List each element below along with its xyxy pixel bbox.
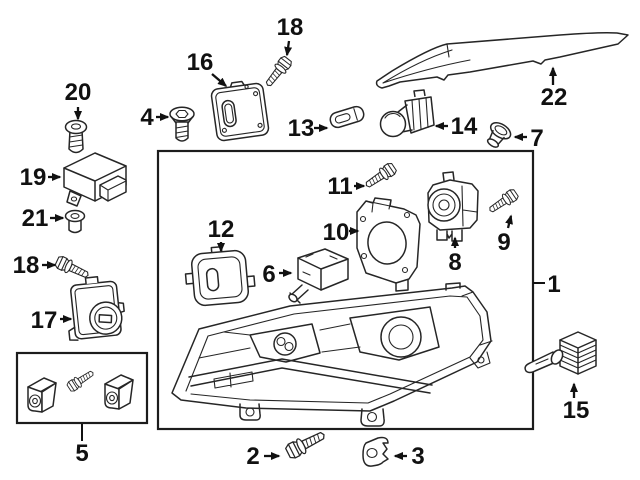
- callout-18a: 18: [13, 252, 40, 279]
- callout-8: 8: [448, 249, 461, 276]
- connector-6: [288, 248, 349, 304]
- callout-11: 11: [327, 173, 352, 200]
- headlamp-assembly-box: [156, 149, 535, 431]
- bolt-11: [362, 160, 399, 192]
- callout-20: 20: [65, 79, 92, 106]
- callout-10: 10: [323, 219, 350, 246]
- callout-6: 6: [262, 261, 275, 288]
- bolt-2: [283, 426, 329, 461]
- callout-9-arrow: [505, 214, 513, 229]
- bulb-15: [524, 331, 597, 375]
- callout-15: 15: [563, 397, 590, 424]
- screw-4: [169, 106, 195, 142]
- module-17: [68, 276, 125, 341]
- trim-strip-22: [375, 32, 629, 89]
- callout-2: 2: [246, 443, 259, 470]
- callout-7: 7: [530, 125, 543, 152]
- callout-18b: 18: [277, 14, 304, 41]
- callout-3: 3: [411, 443, 424, 470]
- callout-21: 21: [22, 205, 49, 232]
- module-19: [63, 152, 127, 207]
- clip-7: [486, 121, 512, 148]
- callout-4: 4: [140, 104, 154, 131]
- callout-19: 19: [20, 164, 47, 191]
- callout-16-arrow: [211, 73, 228, 87]
- callout-5: 5: [75, 440, 88, 467]
- bolt-18-top: [261, 54, 294, 90]
- grommet-3: [362, 436, 389, 467]
- callout-9: 9: [497, 229, 510, 256]
- callout-14: 14: [451, 113, 478, 140]
- callout-1: 1: [547, 271, 560, 298]
- callout-13: 13: [288, 115, 315, 142]
- bracket-10: [356, 197, 421, 292]
- callout-12: 12: [208, 216, 235, 243]
- callout-18b-arrow: [284, 40, 293, 57]
- bracket-kit-box: [15, 351, 149, 425]
- callouts: 20 19 21 18 17 5 4 16 18 13 14 7 22 11 1…: [13, 14, 590, 470]
- screw-21: [64, 209, 86, 234]
- headlamp-assembly: [171, 282, 493, 427]
- screw-20: [64, 119, 88, 154]
- bracket-kit-5: [27, 367, 134, 413]
- module-16: [210, 80, 270, 142]
- bulb-13: [329, 105, 365, 129]
- bolt-9: [486, 187, 521, 217]
- module-8: [427, 171, 479, 242]
- callout-16: 16: [187, 49, 214, 76]
- seal-12: [184, 246, 256, 307]
- callout-22: 22: [541, 84, 568, 111]
- callout-17: 17: [31, 307, 58, 334]
- socket-14: [379, 89, 435, 138]
